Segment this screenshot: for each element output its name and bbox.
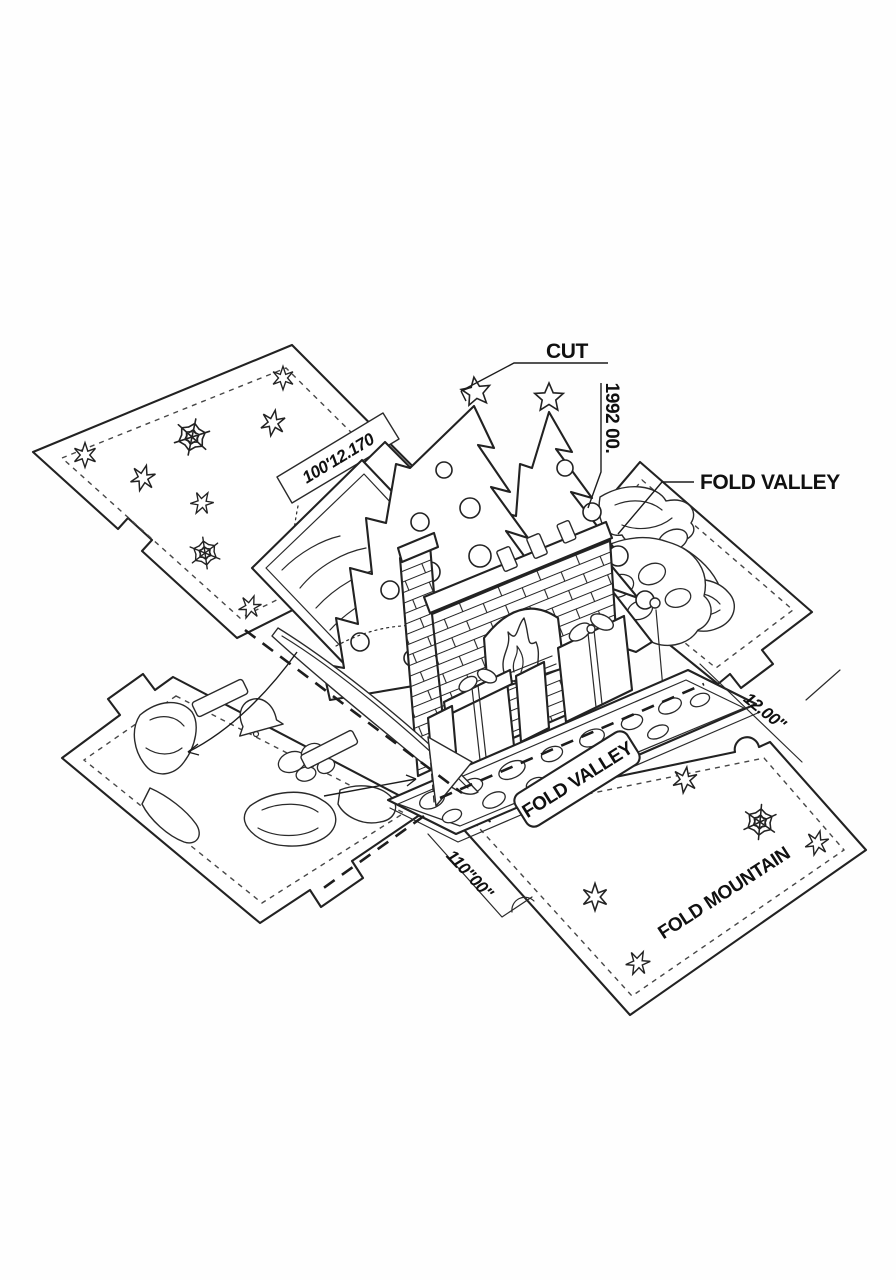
popup-center [250, 374, 761, 843]
panel-top-left-dashed-border [60, 367, 442, 619]
spine-sliver [271, 627, 479, 795]
pebble-cluster [277, 742, 336, 782]
cutout-pieces-bottom-left [133, 678, 397, 847]
gutter-and-folds [187, 627, 705, 894]
fold-line-right [439, 682, 705, 800]
direction-arrows [187, 651, 417, 797]
dim-right-label: 12.00" [740, 689, 790, 735]
annotation-fold-valley-callout: FOLD VALLEY [617, 471, 841, 535]
mantel-items [496, 519, 577, 572]
annotation-cut: CUT [460, 340, 608, 402]
panel-bottom-left-dashed-border [82, 695, 406, 904]
v-flap [427, 736, 473, 807]
fold-line-upper-left [244, 628, 463, 795]
fold-valley-callout-label: FOLD VALLEY [700, 471, 840, 494]
panel-bottom-right-dashed-border [468, 757, 846, 997]
annotation-dim-vertical: 1992 00. [587, 383, 622, 509]
dim-vertical-label: 1992 00. [601, 383, 622, 454]
cut-label: CUT [546, 340, 589, 363]
panel-bottom-left [60, 672, 429, 925]
